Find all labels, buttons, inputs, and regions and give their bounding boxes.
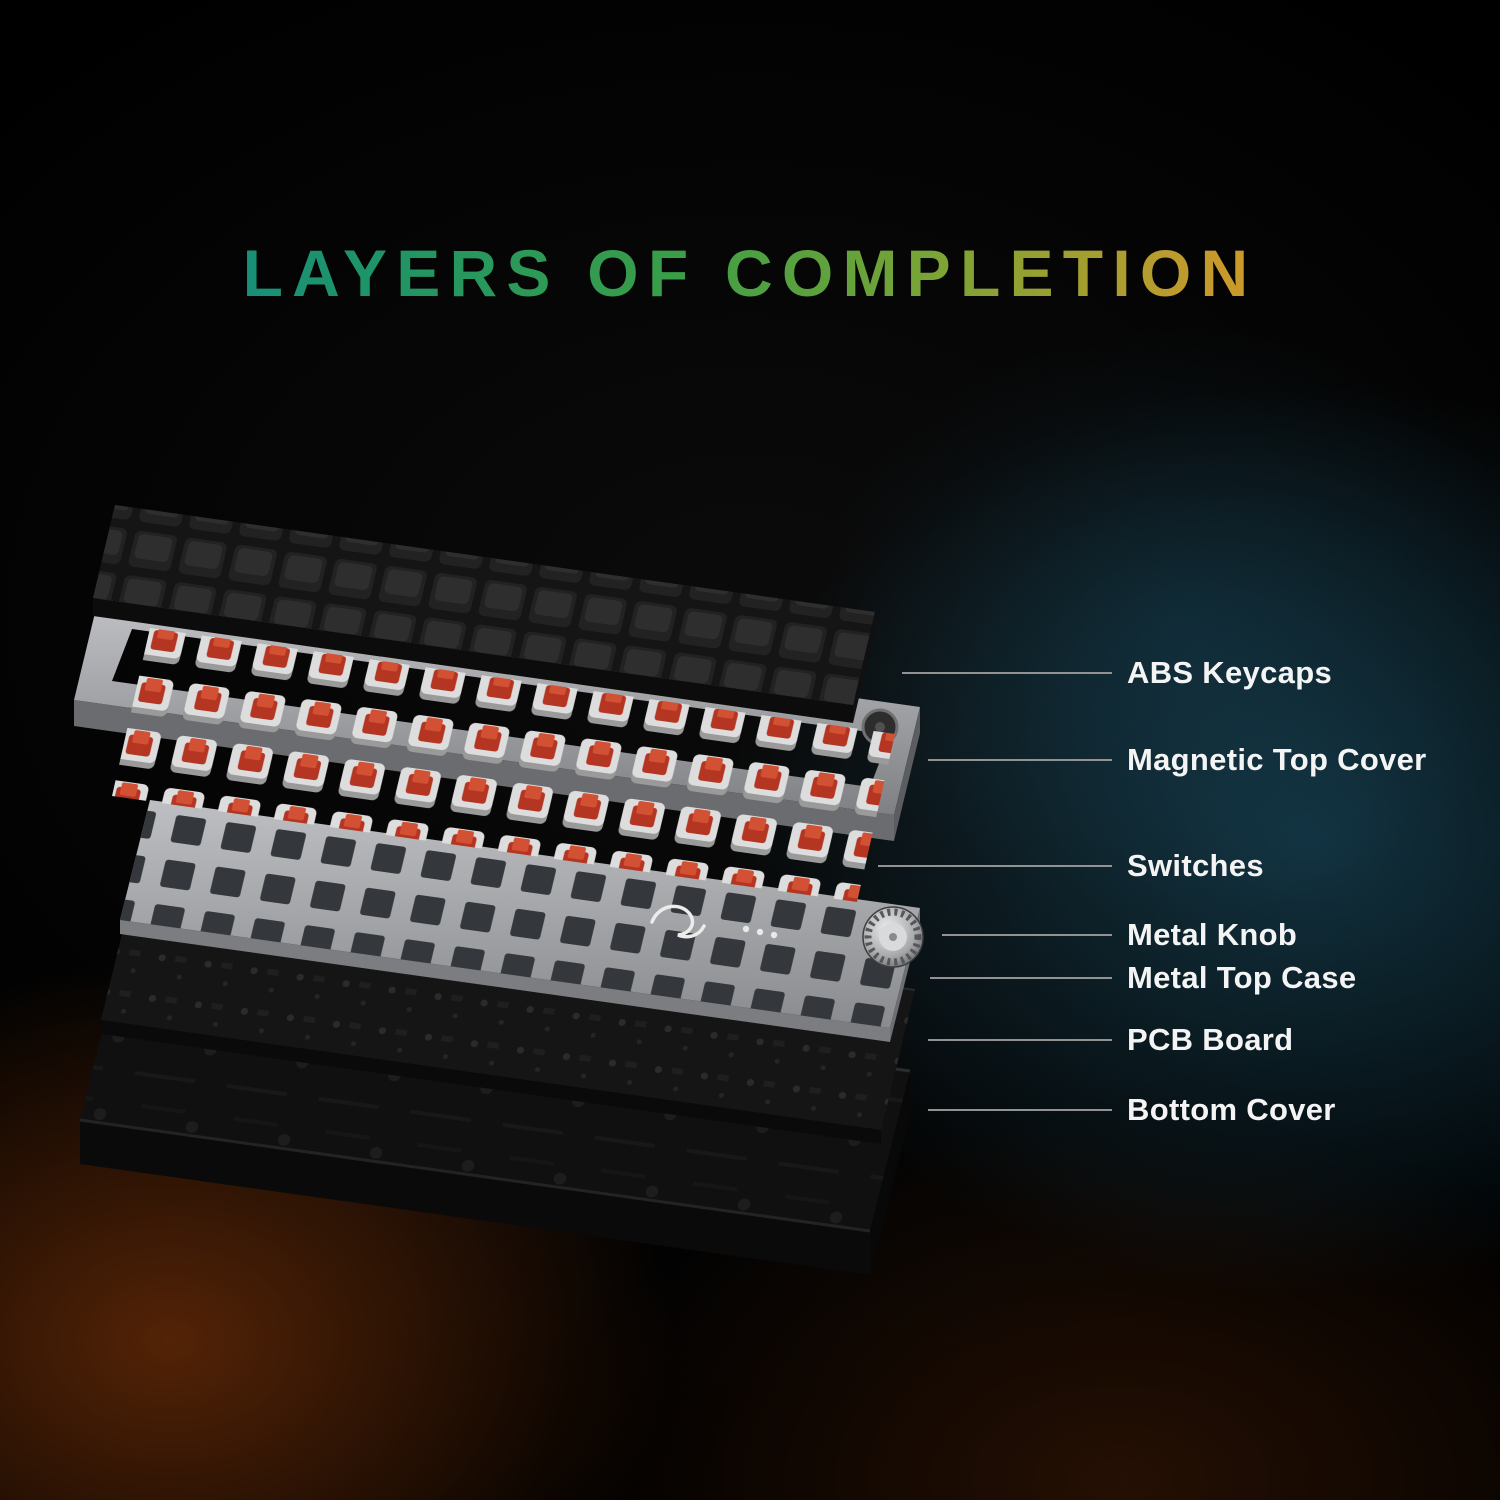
callout-metal-knob: Metal Knob — [942, 917, 1297, 953]
indicator-leds — [742, 925, 778, 939]
callout-magnetic-top-cover: Magnetic Top Cover — [928, 742, 1427, 778]
brand-logo — [650, 904, 706, 939]
callout-label: PCB Board — [1127, 1022, 1294, 1057]
callout-switches: Switches — [878, 848, 1264, 884]
leader-line — [928, 1039, 1112, 1041]
leader-line — [930, 977, 1112, 979]
callout-label: Magnetic Top Cover — [1127, 742, 1427, 777]
leader-line — [928, 759, 1112, 761]
layer-switches — [112, 628, 895, 902]
callout-label: Metal Top Case — [1127, 960, 1357, 995]
metal-knob — [862, 906, 924, 968]
layer-metal-top-case — [120, 800, 924, 1042]
callout-abs-keycaps: ABS Keycaps — [902, 655, 1332, 691]
leader-line — [878, 865, 1112, 867]
callout-label: Metal Knob — [1127, 917, 1298, 952]
callout-label: ABS Keycaps — [1127, 655, 1333, 690]
callout-label: Switches — [1127, 848, 1264, 883]
leader-line — [928, 1109, 1112, 1111]
callout-label: Bottom Cover — [1127, 1092, 1336, 1127]
callout-bottom-cover: Bottom Cover — [928, 1092, 1336, 1128]
poster-title: LAYERS OF COMPLETION — [0, 240, 1500, 306]
layer-keycaps — [93, 505, 875, 723]
leader-line — [942, 934, 1112, 936]
leader-line — [902, 672, 1112, 674]
callout-metal-top-case: Metal Top Case — [930, 960, 1356, 996]
callout-pcb-board: PCB Board — [928, 1022, 1293, 1058]
